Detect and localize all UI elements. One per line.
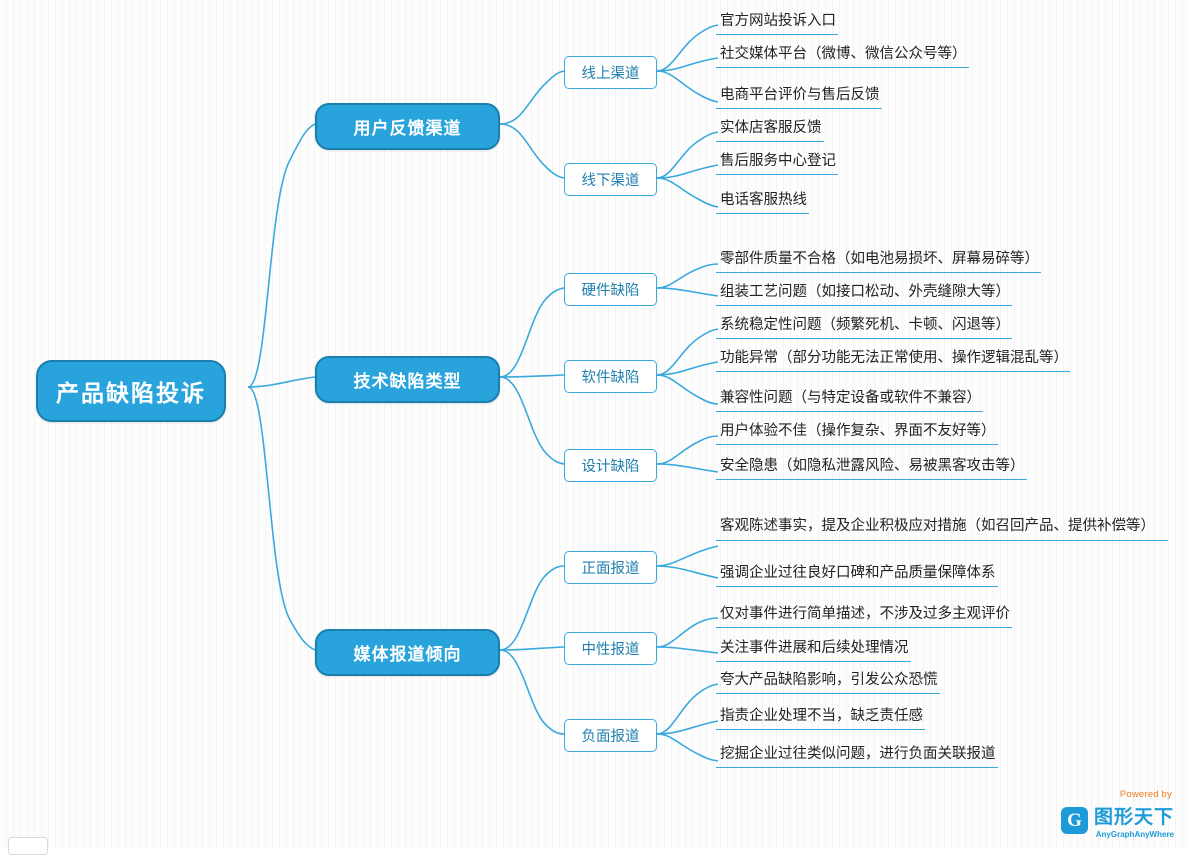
leaf-node[interactable]: 社交媒体平台（微博、微信公众号等）: [716, 44, 969, 68]
watermark-logo-icon: G: [1060, 807, 1088, 834]
leaf-node[interactable]: 售后服务中心登记: [716, 151, 838, 175]
leaf-node[interactable]: 组装工艺问题（如接口松动、外壳缝隙大等）: [716, 282, 1012, 306]
leaf-label: 客观陈述事实，提及企业积极应对措施（如召回产品、提供补偿等）: [720, 518, 1155, 534]
branch-node-user-feedback-channels[interactable]: 用户反馈渠道: [315, 103, 500, 150]
subbranch-node-negative-coverage[interactable]: 负面报道: [564, 719, 657, 752]
subbranch-node-hardware-defect[interactable]: 硬件缺陷: [564, 273, 657, 306]
watermark: Powered by G 图形天下 AnyGraphAnyWhere: [1060, 789, 1174, 839]
subbranch-label: 硬件缺陷: [581, 283, 640, 299]
leaf-label: 系统稳定性问题（频繁死机、卡顿、闪退等）: [720, 317, 1010, 333]
leaf-label: 夸大产品缺陷影响，引发公众恐慌: [720, 672, 938, 688]
subbranch-label: 线上渠道: [581, 66, 640, 82]
branch-label: 技术缺陷类型: [353, 372, 462, 391]
leaf-label: 挖掘企业过往类似问题，进行负面关联报道: [720, 746, 996, 762]
leaf-node[interactable]: 系统稳定性问题（频繁死机、卡顿、闪退等）: [716, 315, 1012, 339]
leaf-label: 仅对事件进行简单描述，不涉及过多主观评价: [720, 606, 1010, 622]
leaf-node[interactable]: 仅对事件进行简单描述，不涉及过多主观评价: [716, 604, 1012, 628]
leaf-label: 安全隐患（如隐私泄露风险、易被黑客攻击等）: [720, 458, 1025, 474]
branch-label: 媒体报道倾向: [353, 645, 462, 664]
leaf-label: 功能异常（部分功能无法正常使用、操作逻辑混乱等）: [720, 350, 1068, 366]
leaf-node[interactable]: 官方网站投诉入口: [716, 11, 838, 35]
leaf-node[interactable]: 挖掘企业过往类似问题，进行负面关联报道: [716, 744, 998, 768]
subbranch-label: 负面报道: [581, 729, 640, 745]
leaf-node[interactable]: 零部件质量不合格（如电池易损坏、屏幕易碎等）: [716, 249, 1041, 273]
leaf-node[interactable]: 实体店客服反馈: [716, 118, 824, 142]
leaf-node[interactable]: 关注事件进展和后续处理情况: [716, 638, 911, 662]
leaf-label: 售后服务中心登记: [720, 153, 836, 169]
subbranch-node-positive-coverage[interactable]: 正面报道: [564, 551, 657, 584]
subbranch-node-software-defect[interactable]: 软件缺陷: [564, 360, 657, 393]
branch-node-technical-defect-types[interactable]: 技术缺陷类型: [315, 356, 500, 403]
leaf-label: 零部件质量不合格（如电池易损坏、屏幕易碎等）: [720, 251, 1039, 267]
subbranch-label: 软件缺陷: [581, 370, 640, 386]
leaf-label: 实体店客服反馈: [720, 120, 822, 136]
leaf-label: 关注事件进展和后续处理情况: [720, 640, 909, 656]
leaf-node[interactable]: 功能异常（部分功能无法正常使用、操作逻辑混乱等）: [716, 348, 1070, 372]
page-corner-artifact: [8, 837, 48, 855]
watermark-tagline: AnyGraphAnyWhere: [1095, 830, 1174, 839]
leaf-node[interactable]: 指责企业处理不当，缺乏责任感: [716, 706, 925, 730]
subbranch-node-neutral-coverage[interactable]: 中性报道: [564, 632, 657, 665]
subbranch-label: 中性报道: [581, 642, 640, 658]
branch-label: 用户反馈渠道: [353, 119, 462, 138]
subbranch-node-online-channel[interactable]: 线上渠道: [564, 56, 657, 89]
subbranch-label: 设计缺陷: [581, 459, 640, 475]
leaf-node[interactable]: 客观陈述事实，提及企业积极应对措施（如召回产品、提供补偿等）: [716, 515, 1168, 541]
branch-node-media-coverage-tendency[interactable]: 媒体报道倾向: [315, 629, 500, 676]
root-label: 产品缺陷投诉: [56, 380, 206, 406]
mindmap-root-node[interactable]: 产品缺陷投诉: [36, 360, 226, 422]
watermark-powered-by: Powered by: [1119, 789, 1172, 800]
leaf-label: 指责企业处理不当，缺乏责任感: [720, 708, 923, 724]
leaf-node[interactable]: 安全隐患（如隐私泄露风险、易被黑客攻击等）: [716, 456, 1027, 480]
subbranch-node-design-defect[interactable]: 设计缺陷: [564, 449, 657, 482]
leaf-node[interactable]: 夸大产品缺陷影响，引发公众恐慌: [716, 670, 940, 694]
leaf-node[interactable]: 电商平台评价与售后反馈: [716, 85, 882, 109]
subbranch-label: 线下渠道: [581, 173, 640, 189]
leaf-label: 组装工艺问题（如接口松动、外壳缝隙大等）: [720, 284, 1010, 300]
leaf-node[interactable]: 兼容性问题（与特定设备或软件不兼容）: [716, 388, 983, 412]
leaf-label: 兼容性问题（与特定设备或软件不兼容）: [720, 390, 981, 406]
leaf-node[interactable]: 电话客服热线: [716, 190, 809, 214]
subbranch-node-offline-channel[interactable]: 线下渠道: [564, 163, 657, 196]
leaf-node[interactable]: 强调企业过往良好口碑和产品质量保障体系: [716, 563, 998, 587]
subbranch-label: 正面报道: [581, 561, 640, 577]
leaf-node[interactable]: 用户体验不佳（操作复杂、界面不友好等）: [716, 421, 998, 445]
leaf-label: 强调企业过往良好口碑和产品质量保障体系: [720, 565, 996, 581]
leaf-label: 电商平台评价与售后反馈: [720, 87, 880, 103]
leaf-label: 电话客服热线: [720, 192, 807, 208]
leaf-label: 官方网站投诉入口: [720, 13, 836, 29]
watermark-brand-name: 图形天下: [1093, 807, 1174, 828]
leaf-label: 用户体验不佳（操作复杂、界面不友好等）: [720, 423, 996, 439]
leaf-label: 社交媒体平台（微博、微信公众号等）: [720, 46, 967, 62]
